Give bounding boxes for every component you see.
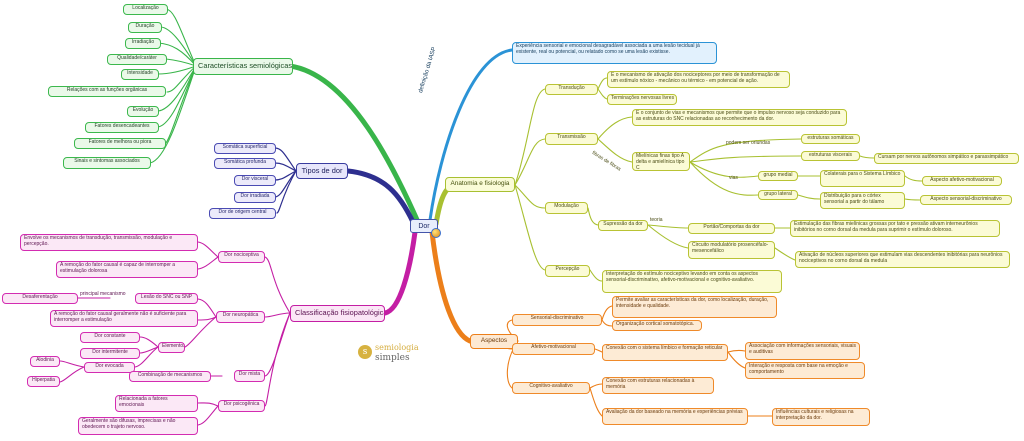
- aspects-node[interactable]: Aspectos: [470, 334, 518, 349]
- medial-aspect-node[interactable]: Aspecto afetivo-motivacional: [922, 176, 1002, 186]
- transduction-node[interactable]: Transdução: [545, 84, 598, 95]
- logo-mark-icon: s: [358, 345, 372, 359]
- nociceptive-note[interactable]: Envolve os mecanismos de transdução, tra…: [20, 234, 198, 251]
- affective-subnote[interactable]: Associação com informações sensoriais, v…: [745, 342, 860, 360]
- sensory-discriminative-node[interactable]: Sensorial-discriminativo: [512, 314, 602, 326]
- pain-types-node[interactable]: Tipos de dor: [296, 163, 348, 179]
- medial-note[interactable]: Colaterais para o Sistema Límbico: [820, 170, 905, 187]
- origin-label: podem ser oriundas: [726, 140, 771, 146]
- neuropathic-pain-node[interactable]: Dor neuropática: [216, 311, 265, 323]
- pain-suppression-node[interactable]: Supressão da dor: [598, 220, 648, 231]
- topic-emblem-icon: [431, 228, 441, 238]
- neuropathic-elements-node[interactable]: Elementos: [158, 342, 185, 353]
- lateral-note[interactable]: Distribuição para o córtex sensorial a p…: [820, 192, 905, 209]
- cognitive-note[interactable]: Avaliação da dor baseado na memória e ex…: [602, 408, 748, 425]
- psychogenic-pain-node[interactable]: Dor psicogênica: [218, 400, 265, 412]
- affective-motivational-node[interactable]: Afetivo-motivacional: [512, 343, 595, 355]
- constant-pain-node[interactable]: Dor constante: [80, 332, 140, 343]
- pain-type-item[interactable]: Somática superficial: [214, 143, 276, 154]
- modulatory-circuit-node[interactable]: Circuito modulatório prosencéfalo-mesenc…: [688, 241, 775, 259]
- semiologic-item[interactable]: Irradiação: [125, 38, 161, 49]
- evoked-pain-node[interactable]: Dor evocada: [84, 362, 135, 373]
- sensory-note[interactable]: Permite avaliar as características da do…: [612, 296, 777, 318]
- pain-type-item[interactable]: Somática profunda: [214, 158, 276, 169]
- transmission-note[interactable]: É o conjunto de vias e mecanismos que pe…: [632, 109, 847, 126]
- psychogenic-note[interactable]: Geralmente são difusas, imprecisas e não…: [78, 417, 198, 435]
- affective-note[interactable]: Conexão com o sistema límbico e formação…: [602, 344, 728, 361]
- mixed-pain-node[interactable]: Dor mista: [234, 370, 265, 382]
- neuropathic-lesion-node[interactable]: Lesão do SNC ou SNP: [135, 293, 198, 304]
- brand-logo: s semiologia simples: [358, 343, 438, 369]
- visceral-structures-node[interactable]: estruturas viscerais: [801, 151, 860, 161]
- fibers-node[interactable]: Mielínicas finas tipo A delta e amielíni…: [632, 152, 690, 171]
- intermittent-pain-node[interactable]: Dor intermitente: [80, 348, 140, 359]
- semiologic-characteristics-node[interactable]: Características semiológicas: [193, 58, 293, 75]
- semiologic-item[interactable]: Qualidade/caráter: [107, 54, 167, 65]
- free-nerve-endings-node[interactable]: Terminações nervosas livres: [607, 94, 677, 105]
- semiologic-item[interactable]: Evolução: [127, 106, 159, 117]
- modulatory-circuit-note[interactable]: Ativação de núcleos superiores que estim…: [795, 251, 1010, 268]
- cognitive-note[interactable]: Conexão com estruturas relacionadas à me…: [602, 377, 714, 394]
- modulation-node[interactable]: Modulação: [545, 202, 588, 214]
- mixed-pain-note[interactable]: Combinação de mecanismos: [129, 371, 211, 382]
- lateral-group-node[interactable]: grupo lateral: [758, 190, 798, 200]
- sensory-note[interactable]: Organização cortical somatotópica.: [612, 320, 702, 331]
- perception-note[interactable]: Interpretação do estímulo nociceptivo le…: [602, 270, 782, 293]
- semiologic-item[interactable]: Sinais e sintomas associados: [63, 157, 151, 169]
- pain-type-item[interactable]: Dor de origem central: [209, 208, 276, 219]
- logo-text-line2: simples: [375, 353, 410, 363]
- cognitive-evaluative-node[interactable]: Cognitivo-avaliativo: [512, 382, 590, 394]
- pain-type-item[interactable]: Dor irradiada: [234, 192, 276, 203]
- semiologic-item[interactable]: Localização: [123, 4, 168, 15]
- semiologic-item[interactable]: Duração: [128, 22, 162, 33]
- transmission-node[interactable]: Transmissão: [545, 133, 598, 145]
- semiologic-item[interactable]: Fatores desencadeantes: [85, 122, 159, 133]
- theory-label: teoria: [650, 217, 663, 223]
- cognitive-subnote[interactable]: Influências culturais e religiosas na in…: [772, 408, 870, 426]
- transduction-note[interactable]: É o mecanismo de ativação dos nociceptor…: [607, 71, 790, 88]
- anatomy-physiology-node[interactable]: Anatomia e fisiologia: [445, 177, 515, 192]
- nociceptive-pain-node[interactable]: Dor nociceptiva: [218, 251, 265, 263]
- nociceptive-note[interactable]: A remoção do fator causal é capaz de int…: [56, 261, 198, 278]
- perception-node[interactable]: Percepção: [545, 265, 590, 277]
- medial-group-node[interactable]: grupo medial: [758, 171, 798, 181]
- definition-node[interactable]: Experiência sensorial e emocional desagr…: [512, 42, 717, 64]
- pathways-label: vias: [729, 175, 738, 181]
- allodynia-node[interactable]: Alodinia: [30, 356, 60, 367]
- semiologic-item[interactable]: Fatores de melhora ou piora: [74, 138, 166, 149]
- deafferentation-node[interactable]: Desaferentação: [2, 293, 78, 304]
- lateral-aspect-node[interactable]: Aspecto sensorial-discriminativo: [920, 195, 1012, 205]
- visceral-note[interactable]: Cursam por nervos autônomos simpático e …: [874, 153, 1019, 164]
- somatic-structures-node[interactable]: estruturas somáticas: [801, 134, 860, 144]
- gate-control-note[interactable]: Estimulação das fibras mielínicas grossa…: [790, 220, 1000, 237]
- gate-control-node[interactable]: Portão/Comportas da dor: [688, 223, 775, 234]
- affective-subnote[interactable]: Interação e resposta com base na emoção …: [745, 362, 865, 379]
- neuropathic-note[interactable]: A remoção do fator causal geralmente não…: [50, 310, 198, 327]
- psychogenic-note[interactable]: Relacionada a fatores emocionais: [115, 395, 198, 412]
- pain-type-item[interactable]: Dor visceral: [234, 175, 276, 186]
- hyperpathia-node[interactable]: Hiperpatia: [27, 376, 60, 387]
- semiologic-item[interactable]: Intensidade: [121, 69, 159, 80]
- main-mechanism-label: principal mecanismo: [80, 291, 126, 297]
- semiologic-item[interactable]: Relações com as funções orgânicas: [48, 86, 166, 97]
- physiopathological-classification-node[interactable]: Classificação fisiopatológica: [290, 305, 385, 322]
- logo-text-line1: semiologia: [375, 343, 419, 352]
